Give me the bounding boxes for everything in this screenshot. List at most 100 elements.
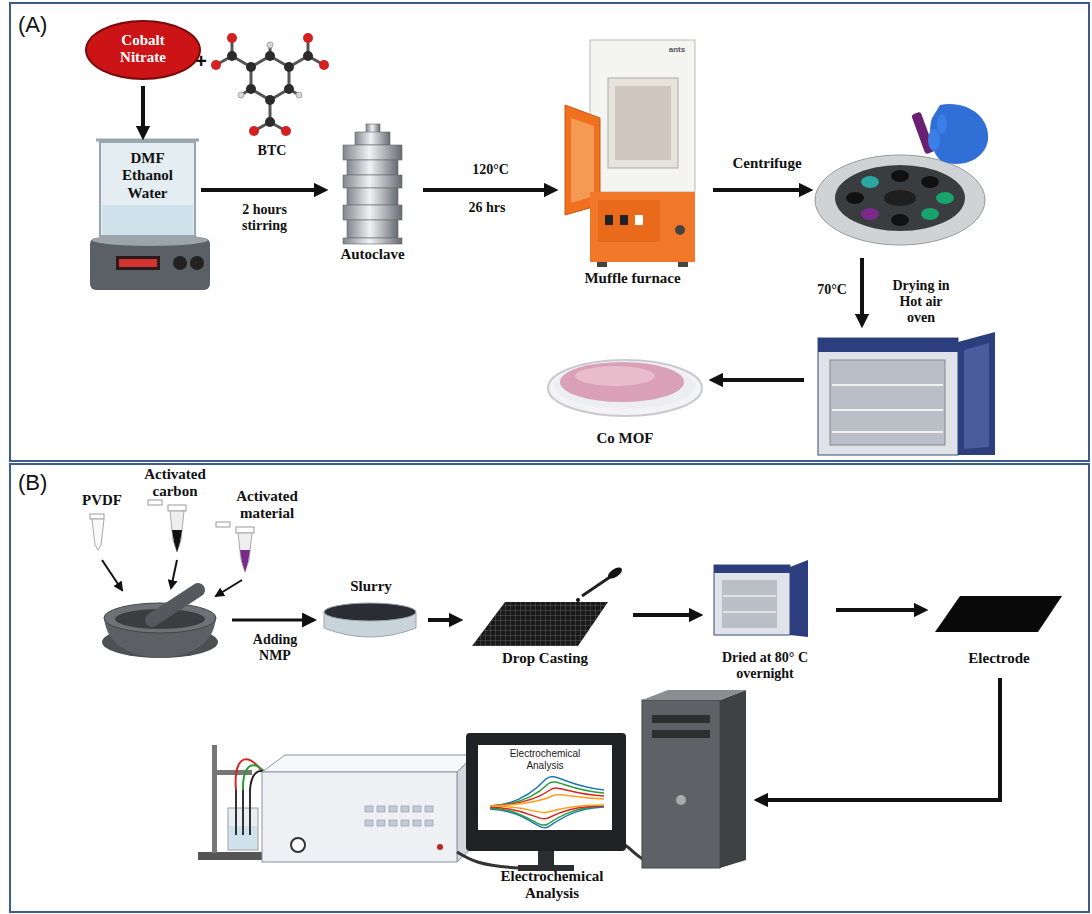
btc-molecule <box>284 84 294 94</box>
hot-air-oven <box>818 338 958 455</box>
step-label: Activated carbon <box>130 466 220 501</box>
sample-tubes <box>240 550 250 572</box>
step-label: Centrifuge <box>727 155 807 172</box>
muffle-furnace <box>571 118 594 203</box>
btc-molecule <box>211 33 329 136</box>
autoclave <box>343 205 402 220</box>
centrifuge <box>928 129 940 151</box>
centrifuge <box>884 190 916 206</box>
electrochemical-setup <box>401 820 409 826</box>
btc-molecule <box>227 51 237 61</box>
centrifuge <box>937 114 947 134</box>
panel-frame <box>10 464 1089 912</box>
btc-molecule <box>303 33 313 43</box>
btc-molecule <box>265 95 275 105</box>
electrode-sheet <box>935 596 1062 632</box>
centrifuge <box>815 155 985 245</box>
hot-air-oven <box>818 332 995 455</box>
electrochemical-setup <box>262 772 457 862</box>
sample-tubes <box>90 500 254 572</box>
step-label: BTC <box>222 143 322 159</box>
electrochemical-setup <box>490 782 604 825</box>
beaker-on-stirrer <box>119 259 157 267</box>
muffle-furnace <box>608 78 678 168</box>
mortar-pestle <box>152 590 198 620</box>
electrochemical-setup <box>490 777 604 828</box>
btc-molecule <box>246 84 256 94</box>
electrode-step: Electrode <box>930 590 1070 672</box>
sample-tubes <box>90 514 104 519</box>
centrifuge <box>921 176 939 188</box>
electrochemical-setup <box>413 820 421 826</box>
electrochemical-setup <box>291 838 305 852</box>
autoclave-step: Autoclave <box>330 130 417 268</box>
drop-casting <box>472 602 608 646</box>
process-arrow <box>201 188 324 192</box>
process-arrow <box>758 678 1000 800</box>
step-label: Activated material <box>222 488 312 523</box>
muffle-furnace <box>675 225 685 235</box>
arrow-label: 120°C <box>459 162 523 178</box>
feed-arrows <box>102 560 242 596</box>
btc-molecule <box>227 51 313 127</box>
drying-oven <box>722 580 777 628</box>
product-dish: Co MOF <box>545 340 707 455</box>
btc-molecule <box>238 92 244 98</box>
petri-dish-powder <box>548 360 702 416</box>
hot-air-oven <box>958 332 995 455</box>
drying-oven <box>714 565 790 635</box>
step-label: Muffle furnace <box>560 270 705 287</box>
btc-molecule <box>238 42 302 98</box>
hot-air-oven <box>964 343 989 449</box>
process-arrow <box>633 613 699 617</box>
electrochemical-setup <box>365 806 433 826</box>
process-arrow <box>423 188 554 192</box>
linker-molecule: BTC <box>212 25 332 161</box>
electrochemical-setup <box>425 820 433 826</box>
electrochemical-setup <box>642 700 720 868</box>
arrow-label: 70°C <box>810 282 854 298</box>
btc-molecule <box>296 92 302 98</box>
centrifuge <box>891 214 909 226</box>
centrifuge-step: Centrifuge <box>815 105 987 252</box>
electrode-sheet <box>935 596 1062 632</box>
electrochemical-setup <box>389 806 397 812</box>
btc-molecule <box>303 51 313 61</box>
muffle-furnace <box>678 262 688 267</box>
sample-tubes <box>92 519 104 550</box>
drop-casting <box>582 577 610 596</box>
mortar-pestle <box>102 590 218 658</box>
petri-dish-powder <box>560 362 684 402</box>
monitor-screen: Electrochemical Analysis <box>478 745 612 830</box>
process-arrow <box>713 188 809 192</box>
process-arrow <box>713 378 804 382</box>
electrochemical-setup <box>676 795 686 805</box>
drying-oven <box>723 596 776 612</box>
autoclave <box>343 238 402 244</box>
btc-molecule <box>265 117 275 127</box>
panel-frame <box>10 3 1089 461</box>
muffle-furnace <box>598 200 660 242</box>
sample-tubes <box>148 500 162 505</box>
step-label: Cobalt Nitrate <box>108 32 178 67</box>
mix-arrow <box>232 620 314 621</box>
btc-molecule <box>249 126 259 136</box>
muffle-furnace <box>605 215 613 225</box>
electrochemical-setup <box>212 745 217 853</box>
step-label: Electrochemical Analysis <box>505 748 585 771</box>
centrifuge <box>891 170 909 182</box>
centrifuge <box>861 208 879 220</box>
electrochemical-setup <box>490 777 604 828</box>
process-arrow <box>860 258 864 324</box>
slurry-dish <box>324 603 416 621</box>
drying-step: Dried at 80° C overnight <box>705 555 830 700</box>
oven-step: Drying in Hot air oven <box>810 330 1000 458</box>
electrochemical-setup <box>365 806 373 812</box>
electrochemical-setup <box>198 852 268 860</box>
sample-tubes <box>216 522 230 527</box>
electrochemical-setup <box>538 851 554 865</box>
muffle-furnace <box>597 262 607 267</box>
